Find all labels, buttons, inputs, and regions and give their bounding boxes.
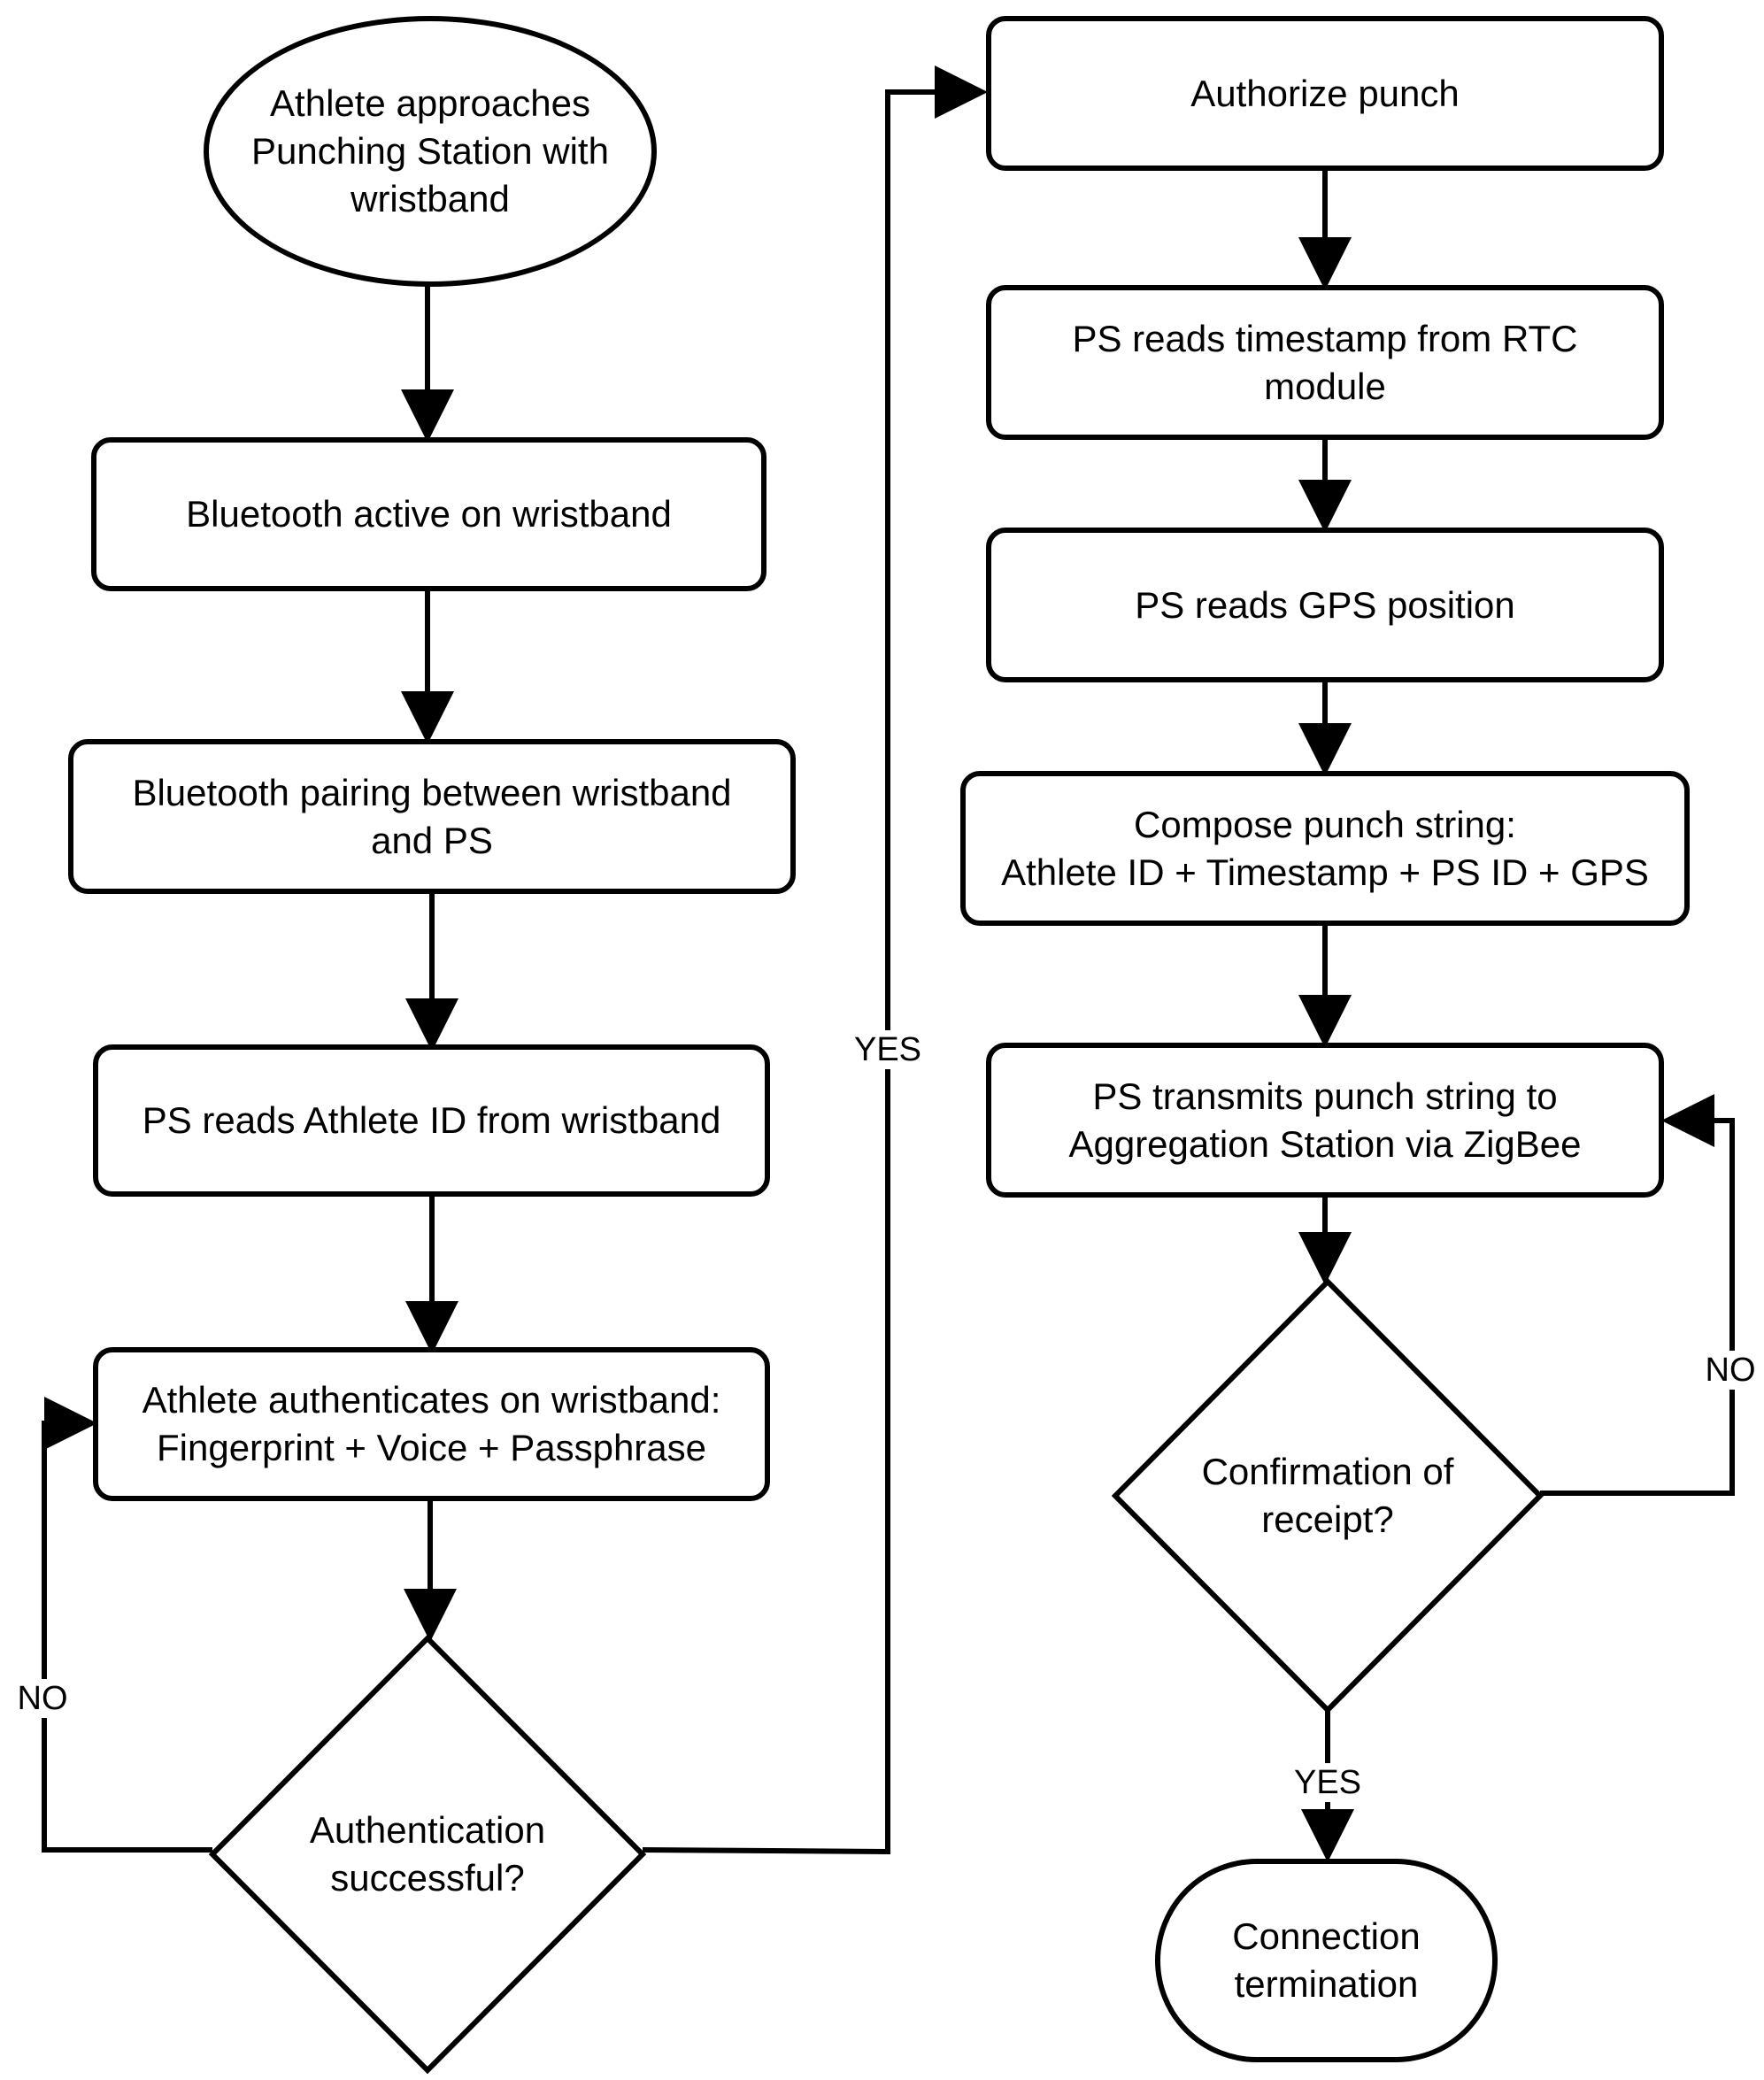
edge-label-confirm-no: NO <box>1701 1351 1760 1390</box>
start-node-label: Athlete approaches Punching Station with… <box>251 82 609 220</box>
edge-label-auth-no: NO <box>13 1679 72 1718</box>
bluetooth-active-node: Bluetooth active on wristband <box>91 437 766 591</box>
authorize-punch-node: Authorize punch <box>986 16 1664 171</box>
confirm-decision-label: Confirmation of receipt? <box>1201 1451 1454 1540</box>
read-athlete-id-node: PS reads Athlete ID from wristband <box>93 1044 770 1197</box>
confirm-decision-node: Confirmation of receipt? <box>1168 1429 1487 1562</box>
auth-decision-label: Authentication successful? <box>309 1809 546 1899</box>
edge-label-auth-yes: YES <box>850 1030 926 1069</box>
bluetooth-pairing-node: Bluetooth pairing between wristband and … <box>68 739 796 894</box>
read-gps-label: PS reads GPS position <box>1135 583 1515 626</box>
read-timestamp-label: PS reads timestamp from RTC module <box>1072 317 1578 407</box>
transmit-label: PS transmits punch string to Aggregation… <box>1068 1075 1582 1165</box>
read-athlete-id-label: PS reads Athlete ID from wristband <box>142 1099 721 1141</box>
edge-auth-yes <box>642 65 988 1855</box>
edge-confirm-no-loop <box>1540 1094 1735 1496</box>
bluetooth-pairing-label: Bluetooth pairing between wristband and … <box>132 771 732 861</box>
authenticate-label: Athlete authenticates on wristband: Fing… <box>142 1379 721 1468</box>
edge-label-confirm-yes: YES <box>1290 1763 1366 1802</box>
compose-string-label: Compose punch string: Athlete ID + Times… <box>1001 803 1649 893</box>
bluetooth-active-label: Bluetooth active on wristband <box>186 493 672 535</box>
auth-decision-diamond <box>208 1634 647 2075</box>
edge-auth-no-loop <box>42 1397 212 1853</box>
authenticate-node: Athlete authenticates on wristband: Fing… <box>93 1347 770 1501</box>
start-node: Athlete approaches Punching Station with… <box>204 16 657 287</box>
read-gps-node: PS reads GPS position <box>986 528 1664 682</box>
auth-decision-node: Authentication successful? <box>268 1788 587 1921</box>
read-timestamp-node: PS reads timestamp from RTC module <box>986 285 1664 440</box>
end-node-label: Connection termination <box>1232 1915 1421 2005</box>
compose-string-node: Compose punch string: Athlete ID + Times… <box>960 771 1690 926</box>
authorize-punch-label: Authorize punch <box>1190 72 1460 114</box>
end-node: Connection termination <box>1155 1859 1498 2062</box>
transmit-node: PS transmits punch string to Aggregation… <box>986 1043 1664 1198</box>
